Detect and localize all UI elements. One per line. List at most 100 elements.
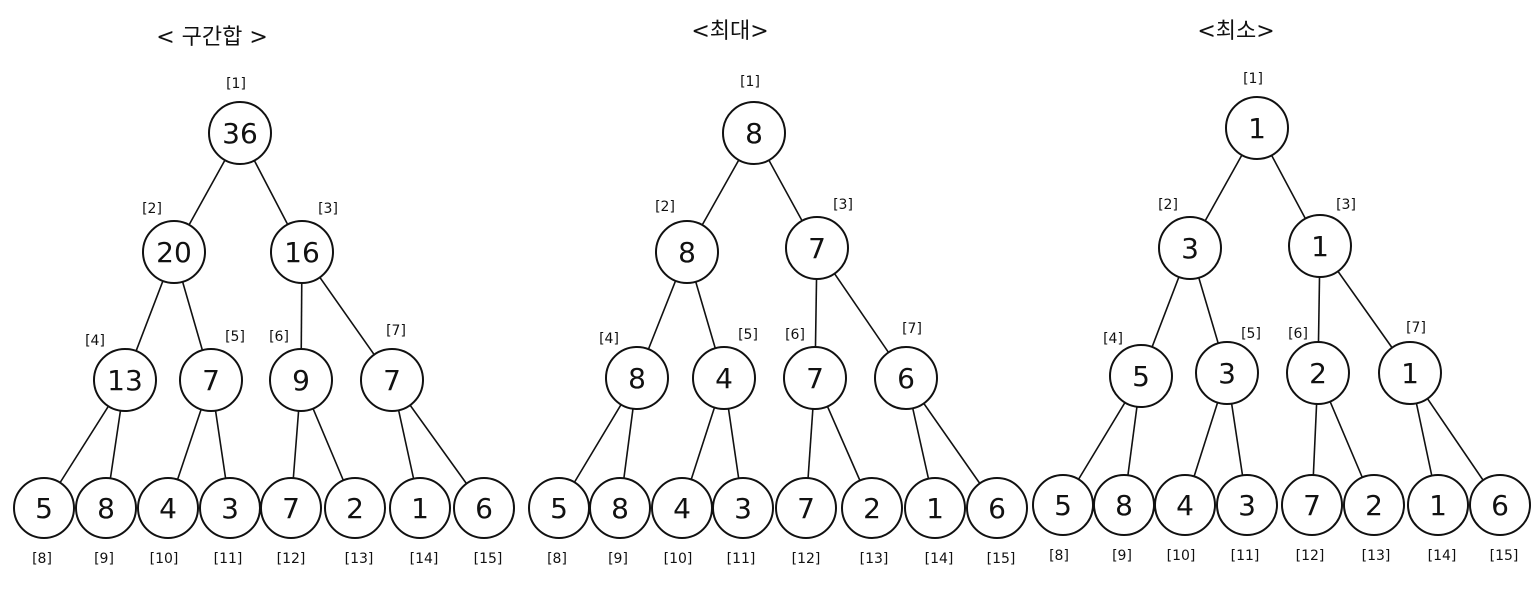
node-index-label: [11] <box>727 551 756 567</box>
node-index-label: [6] <box>785 327 805 343</box>
node-value: 5 <box>35 492 53 525</box>
tree-node: 8[1] <box>722 74 786 165</box>
node-value: 8 <box>628 362 646 395</box>
node-index-label: [2] <box>1158 197 1178 213</box>
node-index-label: [11] <box>1231 548 1260 564</box>
node-value: 1 <box>1248 112 1266 145</box>
node-index-label: [10] <box>1167 548 1196 564</box>
tree-node: 6[15] <box>1469 474 1531 564</box>
node-circle <box>785 216 849 280</box>
node-value: 8 <box>97 492 115 525</box>
node-circle <box>712 477 774 539</box>
node-index-label: [8] <box>547 551 567 567</box>
node-value: 2 <box>1365 489 1383 522</box>
tree-node: 3[11] <box>199 477 261 567</box>
node-index-label: [13] <box>345 551 374 567</box>
node-value: 4 <box>715 362 733 395</box>
tree-node: 2 [13] <box>324 477 386 567</box>
tree-node: 20[2] <box>142 201 206 284</box>
tree-node: 1[14] <box>389 477 451 567</box>
node-value: 3 <box>1181 232 1199 265</box>
node-value: 3 <box>1238 489 1256 522</box>
tree-title: <최대> <box>691 19 768 44</box>
node-circle <box>453 477 515 539</box>
tree-node: 7[12] <box>1281 474 1343 564</box>
node-index-label: [12] <box>277 551 306 567</box>
node-value: 13 <box>107 364 143 397</box>
tree-node: 1[1] <box>1225 71 1289 160</box>
node-index-label: [9] <box>608 551 628 567</box>
node-circle <box>269 348 333 412</box>
tree-node: 1 [14] <box>1407 474 1469 564</box>
node-index-label: [1] <box>740 74 760 90</box>
node-value: 7 <box>806 362 824 395</box>
tree-node: 8[4] <box>599 331 669 410</box>
tree-node: 7[5] <box>179 329 245 412</box>
tree-node: 1[14] <box>904 477 966 567</box>
node-index-label: [8] <box>32 551 52 567</box>
node-value: 1 <box>411 492 429 525</box>
node-circle <box>1109 344 1173 408</box>
tree-node: 7[7] <box>360 323 424 412</box>
node-circle <box>1286 341 1350 405</box>
node-circle <box>1281 474 1343 536</box>
node-value: 2 <box>1309 357 1327 390</box>
node-value: 1 <box>1401 357 1419 390</box>
tree-node: 8 [9] <box>75 477 137 567</box>
node-value: 9 <box>292 364 310 397</box>
node-value: 1 <box>1429 489 1447 522</box>
node-index-label: [8] <box>1049 548 1069 564</box>
tree-node: 7[3] <box>785 197 853 280</box>
tree-node: 3[5] <box>1195 326 1261 405</box>
node-circle <box>13 477 75 539</box>
node-index-label: [12] <box>1296 548 1325 564</box>
tree-node: 4[10] <box>651 477 713 567</box>
node-circle <box>1343 474 1405 536</box>
node-value: 16 <box>284 236 320 269</box>
node-value: 6 <box>475 492 493 525</box>
node-value: 2 <box>863 492 881 525</box>
tree-node: 6 [15] <box>453 477 515 567</box>
node-value: 7 <box>282 492 300 525</box>
node-circle <box>360 348 424 412</box>
node-index-label: [15] <box>474 551 503 567</box>
tree-node: 2[13] <box>841 477 903 567</box>
tree-node: 7 [12] <box>260 477 322 567</box>
tree-node: 5 [8] <box>13 477 75 567</box>
tree-node: 5[8] <box>528 477 590 567</box>
node-index-label: [2] <box>142 201 162 217</box>
node-index-label: [11] <box>214 551 243 567</box>
tree-title: < 구간합 > <box>156 25 268 50</box>
tree-node: 4[5] <box>692 327 758 410</box>
node-index-label: [9] <box>94 551 114 567</box>
node-circle <box>324 477 386 539</box>
node-circle <box>208 101 272 165</box>
node-index-label: [12] <box>792 551 821 567</box>
tree-node: 3[11] <box>712 477 774 567</box>
node-circle <box>1225 96 1289 160</box>
node-circle <box>1154 474 1216 536</box>
tree-node: 6[7] <box>874 321 938 410</box>
node-index-label: [6] <box>1288 326 1308 342</box>
node-index-label: [7] <box>902 321 922 337</box>
node-value: 1 <box>1311 230 1329 263</box>
node-index-label: [5] <box>1241 326 1261 342</box>
node-value: 36 <box>222 117 258 150</box>
node-circle <box>142 220 206 284</box>
tree-node: 5[8] <box>1032 474 1094 564</box>
node-index-label: [7] <box>386 323 406 339</box>
tree-node: 1[7] <box>1378 320 1442 405</box>
node-value: 2 <box>346 492 364 525</box>
node-index-label: [6] <box>269 329 289 345</box>
node-index-label: [3] <box>1336 197 1356 213</box>
node-index-label: [15] <box>987 551 1016 567</box>
node-index-label: [4] <box>1103 331 1123 347</box>
tree-1: < 구간합 >36[1]20[2]16[3]13[4]7[5]9[6]7[7]5… <box>13 25 515 567</box>
node-index-label: [1] <box>226 76 246 92</box>
node-index-label: [14] <box>1428 548 1457 564</box>
node-value: 4 <box>159 492 177 525</box>
tree-3: <최소>1[1]3[2]1[3]5[4]3[5]2[6]1[7]5[8]8[9]… <box>1032 19 1531 564</box>
node-value: 7 <box>797 492 815 525</box>
node-circle <box>692 346 756 410</box>
